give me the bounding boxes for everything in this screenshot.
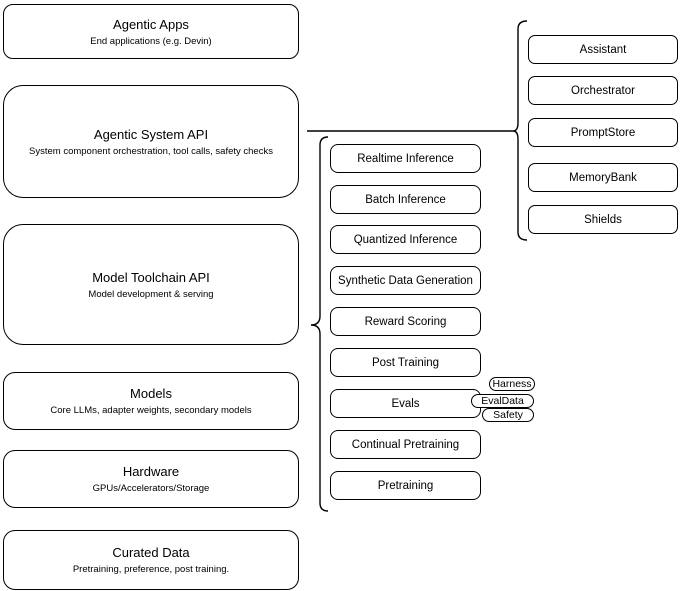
node-post-training: Post Training xyxy=(330,348,481,377)
tag-safety: Safety xyxy=(482,408,534,422)
node-pretraining: Pretraining xyxy=(330,471,481,500)
node-batch-inference: Batch Inference xyxy=(330,185,481,214)
node-title: Models xyxy=(130,386,172,401)
node-reward-scoring: Reward Scoring xyxy=(330,307,481,336)
tag-evaldata: EvalData xyxy=(471,394,534,408)
node-title: Agentic Apps xyxy=(113,16,189,32)
node-memorybank: MemoryBank xyxy=(528,163,678,192)
node-orchestrator: Orchestrator xyxy=(528,76,678,105)
node-title: Hardware xyxy=(122,464,180,479)
node-subtitle: Model development & serving xyxy=(88,288,214,300)
node-promptstore: PromptStore xyxy=(528,118,678,147)
node-evals: Evals xyxy=(330,389,481,418)
brace-system-components xyxy=(512,20,528,241)
tag-harness: Harness xyxy=(489,377,535,391)
node-synthetic-data-generation: Synthetic Data Generation xyxy=(330,266,481,295)
node-subtitle: System component orchestration, tool cal… xyxy=(29,145,273,157)
node-subtitle: Core LLMs, adapter weights, secondary mo… xyxy=(50,405,252,416)
node-agentic-apps: Agentic Apps End applications (e.g. Devi… xyxy=(3,4,299,59)
node-assistant: Assistant xyxy=(528,35,678,64)
node-title: Model Toolchain API xyxy=(92,269,210,285)
node-title: Agentic System API xyxy=(93,126,209,142)
node-realtime-inference: Realtime Inference xyxy=(330,144,481,173)
node-subtitle: Pretraining, preference, post training. xyxy=(72,564,230,575)
node-agentic-system-api: Agentic System API System component orch… xyxy=(3,85,299,198)
node-quantized-inference: Quantized Inference xyxy=(330,225,481,254)
node-title: Curated Data xyxy=(112,545,190,560)
node-subtitle: GPUs/Accelerators/Storage xyxy=(92,483,210,494)
node-hardware: Hardware GPUs/Accelerators/Storage xyxy=(3,450,299,508)
brace-toolchain xyxy=(310,136,329,512)
node-shields: Shields xyxy=(528,205,678,234)
node-subtitle: End applications (e.g. Devin) xyxy=(90,35,212,47)
node-continual-pretraining: Continual Pretraining xyxy=(330,430,481,459)
node-models: Models Core LLMs, adapter weights, secon… xyxy=(3,372,299,430)
node-curated-data: Curated Data Pretraining, preference, po… xyxy=(3,530,299,590)
node-model-toolchain-api: Model Toolchain API Model development & … xyxy=(3,224,299,345)
